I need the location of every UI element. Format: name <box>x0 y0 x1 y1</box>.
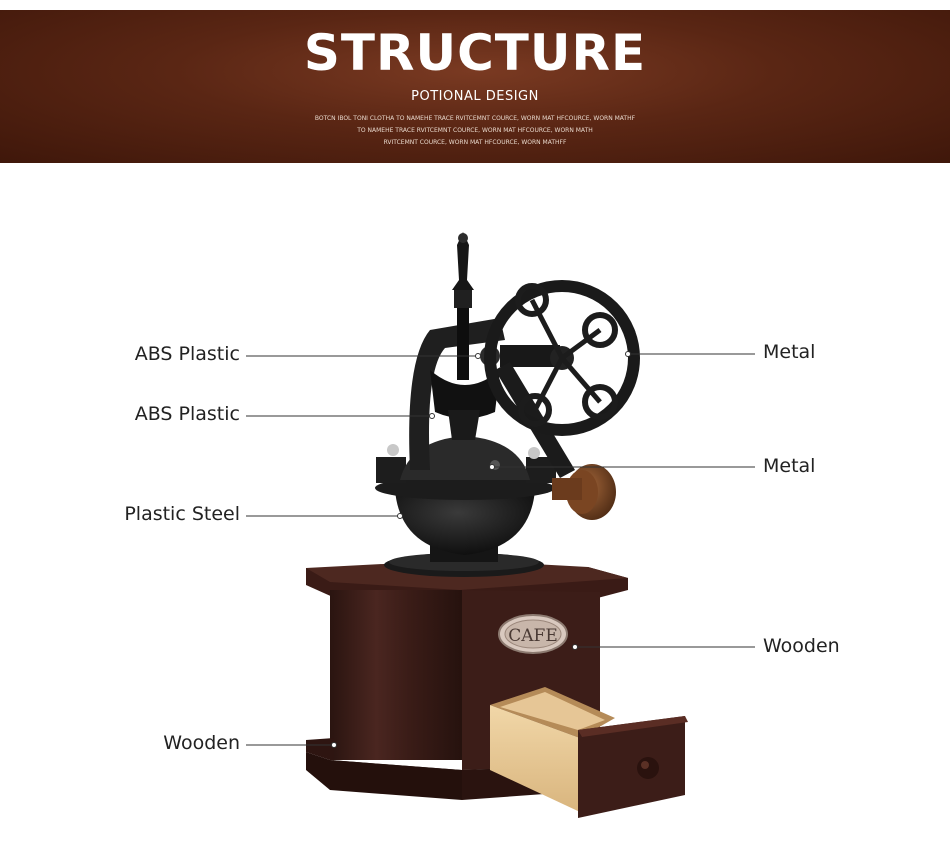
leader-dot <box>572 644 578 650</box>
leader-dot <box>429 413 435 419</box>
banner-description-line: TO NAMEHE TRACE RVITCEMNT COURCE, WORN M… <box>357 127 593 134</box>
leader-dot <box>475 353 481 359</box>
label-metal-burr: Metal <box>763 455 816 477</box>
label-abs-plastic-upper: ABS Plastic <box>134 343 240 365</box>
banner-subtitle: POTIONAL DESIGN <box>411 89 539 104</box>
banner-description-line: BOTCN IBOL TONI CLOTHA TO NAMEHE TRACE R… <box>314 115 636 122</box>
cafe-badge: CAFE <box>498 614 568 654</box>
leader-dot <box>489 464 495 470</box>
leader-dot <box>331 742 337 748</box>
cafe-badge-text: CAFE <box>508 626 558 646</box>
label-abs-plastic-lower: ABS Plastic <box>134 403 240 425</box>
flywheel <box>484 280 640 436</box>
leader-lines <box>246 351 755 748</box>
grinder-body <box>375 436 556 577</box>
handle-knob <box>552 464 616 520</box>
banner-title: STRUCTURE <box>303 24 647 82</box>
label-metal-flywheel: Metal <box>763 341 816 363</box>
banner-description-line: RVITCEMNT COURCE, WORN MAT HFCOURCE, WOR… <box>383 139 567 146</box>
leader-dot <box>625 351 631 357</box>
header-banner: STRUCTURE POTIONAL DESIGN BOTCN IBOL TON… <box>0 10 950 163</box>
leader-dot <box>397 513 403 519</box>
wooden-drawer <box>490 687 688 818</box>
label-wooden-base: Wooden <box>163 732 240 754</box>
label-wooden-box: Wooden <box>763 635 840 657</box>
banner-description: BOTCN IBOL TONI CLOTHA TO NAMEHE TRACE R… <box>0 113 950 149</box>
label-plastic-steel: Plastic Steel <box>124 503 240 525</box>
